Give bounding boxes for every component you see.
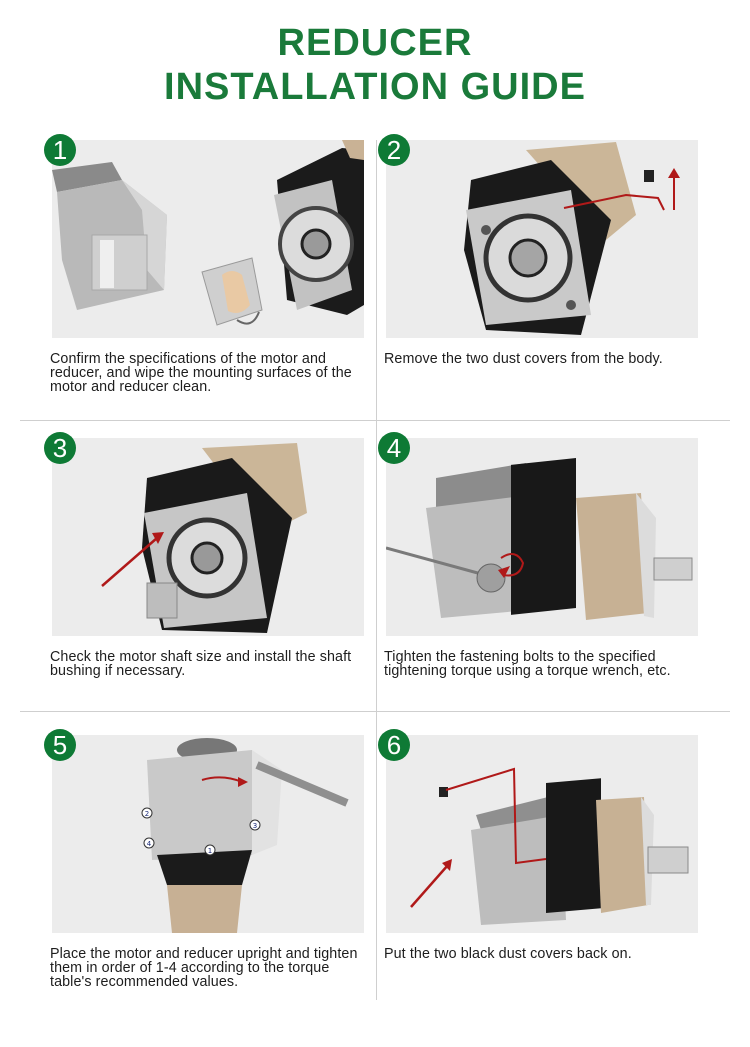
step-1-photo — [52, 140, 364, 338]
step-caption: Put the two black dust covers back on. — [384, 946, 632, 962]
step-2-photo — [386, 140, 698, 338]
step-number-badge: 5 — [44, 729, 76, 761]
guide-title-line2: INSTALLATION GUIDE — [164, 66, 586, 108]
step-caption: Tighten the fastening bolts to the speci… — [384, 649, 671, 679]
bolt-order-mark: 4 — [147, 840, 152, 848]
step-6-photo — [386, 735, 698, 933]
bolt-order-mark: 2 — [145, 810, 149, 818]
row-divider — [20, 420, 730, 421]
step-caption: Remove the two dust covers from the body… — [384, 351, 663, 367]
step-3-photo — [52, 438, 364, 636]
guide-title-line1: REDUCER — [277, 22, 473, 64]
step-caption: Confirm the specifications of the motor … — [50, 351, 352, 395]
step-number-badge: 2 — [378, 134, 410, 166]
step-caption: Place the motor and reducer upright and … — [50, 946, 358, 990]
column-divider — [376, 140, 377, 1000]
bolt-order-mark: 1 — [208, 847, 212, 855]
step-number-badge: 4 — [378, 432, 410, 464]
step-number-badge: 3 — [44, 432, 76, 464]
step-4-photo — [386, 438, 698, 636]
step-caption: Check the motor shaft size and install t… — [50, 649, 352, 679]
step-number-badge: 6 — [378, 729, 410, 761]
row-divider — [20, 711, 730, 712]
bolt-order-mark: 3 — [253, 822, 257, 830]
step-5-photo: 2 3 4 1 — [52, 735, 364, 933]
step-number-badge: 1 — [44, 134, 76, 166]
